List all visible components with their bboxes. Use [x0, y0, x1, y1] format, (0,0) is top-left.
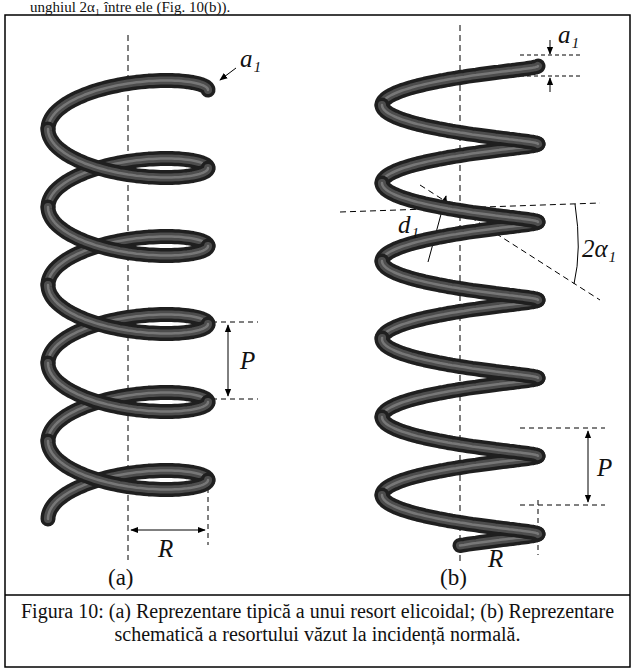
caption-divider [5, 594, 630, 596]
spring-wire [382, 300, 538, 338]
spring-wire [48, 81, 208, 130]
dimension-label: 2α₁ [582, 236, 616, 261]
dimension-label: P [240, 348, 255, 373]
spring-wire [48, 129, 208, 178]
spring-wire [382, 456, 538, 495]
spring-wire [382, 144, 538, 183]
spring-wire [48, 207, 208, 256]
figure-caption: Figura 10: (a) Reprezentare tipică a unu… [20, 600, 615, 646]
spring-wire [48, 285, 208, 334]
spring-wire [48, 441, 208, 490]
spring-wire [382, 417, 538, 456]
spring-wire [382, 495, 538, 534]
dimension-label: d₁ [398, 212, 419, 237]
spring-wire [382, 300, 538, 338]
spring-wire [382, 417, 538, 456]
helical-spring-schematic [382, 66, 538, 546]
spring-wire [382, 378, 538, 417]
spring-wire [48, 285, 208, 334]
subfigure-tag: (b) [440, 566, 467, 589]
helical-spring [48, 81, 208, 520]
spring-wire [48, 207, 208, 256]
dimension-label: a₁ [558, 22, 579, 47]
spring-wire [48, 363, 208, 412]
spring-wire [382, 495, 538, 534]
spring-wire [382, 105, 538, 144]
spring-wire [382, 66, 538, 105]
spring-wire [382, 456, 538, 495]
spring-wire [382, 378, 538, 417]
spring-wire [48, 363, 208, 412]
spring-wire [382, 378, 538, 417]
spring-wire [382, 144, 538, 183]
spring-wire [48, 129, 208, 178]
spring-wire [382, 338, 538, 378]
spring-wire [48, 81, 208, 130]
spring-wire [382, 417, 538, 456]
dimension-label: R [488, 546, 503, 571]
spring-wire [382, 338, 538, 378]
spring-wire [382, 261, 538, 300]
spring-wire [48, 285, 208, 334]
spring-wire [48, 441, 208, 490]
spring-wire [48, 441, 208, 490]
dimension-label: R [158, 536, 173, 561]
spring-wire [382, 495, 538, 534]
spring-wire [382, 66, 538, 105]
spring-wire [382, 300, 538, 338]
spring-wire [48, 363, 208, 412]
dimension-label: P [597, 455, 612, 480]
spring-wire [48, 129, 208, 178]
spring-wire [382, 144, 538, 183]
figure-frame [5, 15, 630, 667]
subfigure-tag: (a) [108, 566, 134, 589]
spring-wire [382, 261, 538, 300]
spring-wire [48, 207, 208, 256]
spring-wire [382, 261, 538, 300]
spring-wire [382, 105, 538, 144]
text-fragment: unghiul 2α₁ între ele (Fig. 10(b)). [30, 0, 230, 15]
spring-wire [382, 338, 538, 378]
spring-wire [48, 81, 208, 130]
spring-wire [382, 456, 538, 495]
spring-wire [382, 105, 538, 144]
spring-wire [382, 66, 538, 105]
dimension-label: a₁ [240, 46, 261, 71]
